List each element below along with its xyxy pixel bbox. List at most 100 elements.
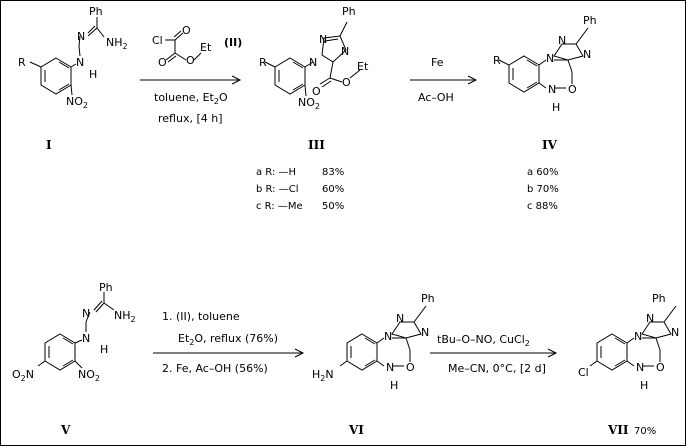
lactam-h-label: H xyxy=(552,101,560,114)
compound-I: Ph N NH2 N H R NO2 I xyxy=(18,5,128,152)
oxygen-label: O xyxy=(186,54,195,67)
conditions-3-line2: Et2O, reflux (76%) xyxy=(178,332,278,347)
yield-pct-c: 50% xyxy=(322,201,344,212)
compound-label-V: V xyxy=(60,423,71,437)
compound-VI: Ph N N N N H O H2N VI xyxy=(312,292,435,437)
nitro-label: NO2 xyxy=(66,95,88,110)
amino-subscript: 2 xyxy=(131,315,136,324)
compound-label-II: (II) xyxy=(224,36,242,49)
compound-V-bonds xyxy=(37,292,115,371)
phenyl-label: Ph xyxy=(652,292,666,305)
yields-III: a R: —H 83% b R: —Cl 60% c R: —Me 50% xyxy=(256,167,344,212)
compound-label-III: III xyxy=(308,138,325,152)
conditions-4-below: Me–CN, 0°C, [2 d] xyxy=(448,362,546,375)
conditions-1-text: toluene, Et xyxy=(154,91,215,104)
arrow-2 xyxy=(410,75,478,85)
compound-IV: Ph N N N N H O R IV xyxy=(493,14,597,152)
phenyl-label: Ph xyxy=(421,292,435,305)
triazole-n-label: N xyxy=(634,330,642,343)
hydrogen-label: H xyxy=(100,343,108,356)
lactam-n-label: N xyxy=(636,361,644,374)
amino-subscript: 2 xyxy=(123,42,128,51)
conditions-4-text: tBu–O–NO, CuCl xyxy=(437,333,525,346)
ethyl-label: Et xyxy=(200,41,212,54)
h2n-n-text: N xyxy=(325,368,333,381)
conditions-2-below: Ac–OH xyxy=(418,91,454,104)
amino-text: NH xyxy=(114,309,131,322)
phenyl-label: Ph xyxy=(89,5,103,18)
nitrogen-label: N xyxy=(77,30,85,43)
lactam-n-label: N xyxy=(548,83,556,96)
yield-row-c: c R: —Me xyxy=(256,201,303,212)
yield-iv-a: a 60% xyxy=(527,167,559,178)
triazole-n-label: N xyxy=(384,330,392,343)
conditions-1-line1: toluene, Et2O xyxy=(154,91,228,106)
conditions-4-subscript: 2 xyxy=(525,339,530,348)
compound-V: Ph NH2 N N H O2N NO2 V xyxy=(12,281,136,437)
compound-III-bonds xyxy=(264,21,361,97)
arrow-1 xyxy=(140,75,242,85)
o2n-subscript: 2 xyxy=(21,374,26,383)
amino-label: NH2 xyxy=(114,309,136,324)
yield-pct-b: 60% xyxy=(322,184,344,195)
oxygen-label: O xyxy=(182,24,191,37)
yield-row-b: b R: —Cl xyxy=(256,184,298,195)
conditions-3-subscript: 2 xyxy=(189,338,194,347)
conditions-2-above: Fe xyxy=(431,56,444,69)
triazole-n-label: N xyxy=(583,48,591,61)
phenyl-label: Ph xyxy=(342,5,356,18)
triazole-n-label: N xyxy=(646,312,654,325)
compound-VII-yield: 70% xyxy=(634,426,656,437)
nitrogen-label: N xyxy=(82,332,90,345)
nitro-text: NO xyxy=(78,368,95,381)
compound-label-IV: IV xyxy=(542,138,558,152)
yield-iv-b: b 70% xyxy=(527,184,559,195)
nitro-text: NO xyxy=(298,96,315,109)
compound-I-bonds xyxy=(29,17,105,96)
lactam-h-label: H xyxy=(390,379,398,392)
yield-pct-a: 83% xyxy=(322,167,344,178)
nitro-label: NO2 xyxy=(298,96,320,111)
carbonyl-o-label: O xyxy=(406,361,415,374)
conditions-1-text-end: O xyxy=(219,91,228,104)
phenyl-label: Ph xyxy=(583,14,597,27)
h2n-subscript: 2 xyxy=(320,374,325,383)
ester-o-label: O xyxy=(342,76,351,89)
r-group-label: R xyxy=(18,56,26,69)
conditions-3-text-end: O, reflux (76%) xyxy=(194,332,278,345)
o2n-text: O xyxy=(12,368,21,381)
arrow-3 xyxy=(153,348,305,358)
compound-VII: Ph N N N N H O Cl VII 70% xyxy=(578,292,679,437)
nitrogen-label: N xyxy=(82,307,90,320)
chlorine-label: Cl xyxy=(578,366,589,379)
triazole-n-label: N xyxy=(396,312,404,325)
amino-label: NH2 xyxy=(106,36,128,51)
compound-IV-bonds xyxy=(498,27,589,93)
carbonyl-o-label: O xyxy=(312,85,321,98)
compound-label-I: I xyxy=(46,138,52,152)
nitro-label: NO2 xyxy=(78,368,100,383)
amine-label: H2N xyxy=(312,368,334,383)
yields-IV: a 60% b 70% c 88% xyxy=(527,167,559,212)
triazole-n-label: N xyxy=(319,33,327,46)
triazole-n-label: N xyxy=(558,34,566,47)
lactam-n-label: N xyxy=(386,361,394,374)
oxygen-label: O xyxy=(158,56,167,69)
o2n-n-text: N xyxy=(26,368,34,381)
yield-iv-c: c 88% xyxy=(527,201,558,212)
compound-VI-bonds xyxy=(339,305,427,371)
nitro-text: NO xyxy=(66,95,83,108)
hydrogen-label: H xyxy=(89,68,97,81)
triazole-n-label: N xyxy=(671,326,679,339)
ethyl-label: Et xyxy=(357,60,369,73)
lactam-h-label: H xyxy=(640,379,648,392)
triazole-n-label: N xyxy=(546,52,554,65)
dinitro-label: O2N xyxy=(12,368,34,383)
amino-text: NH xyxy=(106,36,123,49)
conditions-3-line1: 1. (II), toluene xyxy=(162,310,240,323)
yield-row-a: a R: —H xyxy=(256,167,296,178)
compound-III: Ph N N N R O O Et NO2 III xyxy=(259,5,369,152)
triazole-n-label: N xyxy=(341,45,349,58)
conditions-1-subscript: 2 xyxy=(214,97,219,106)
